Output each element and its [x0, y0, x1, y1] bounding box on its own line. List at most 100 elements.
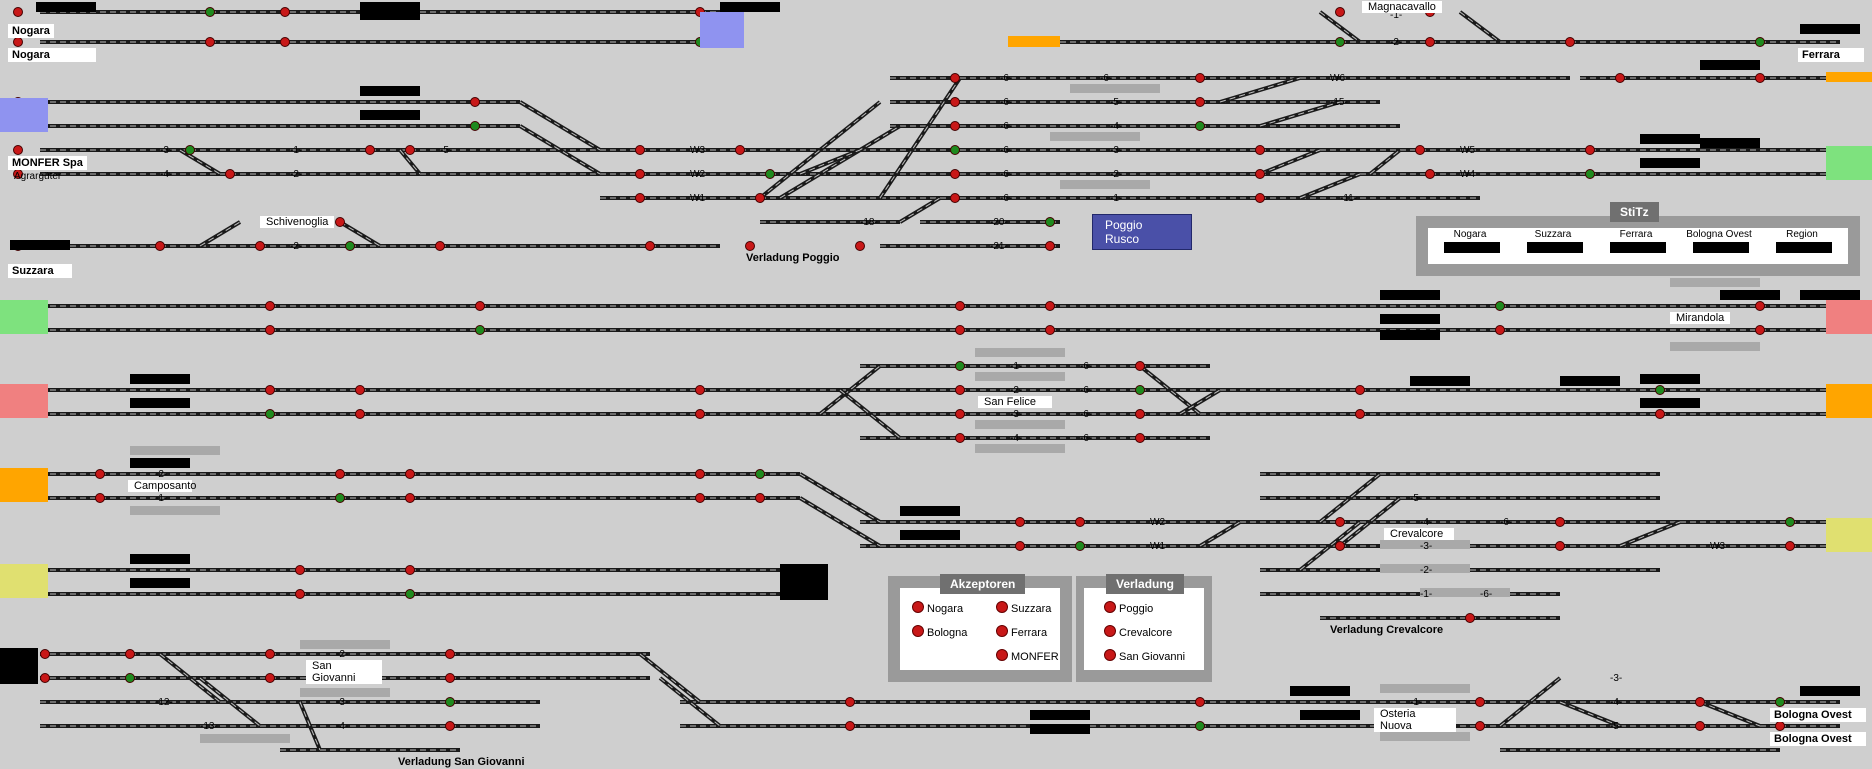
signal-icon[interactable]	[765, 169, 775, 179]
edge-block-left-yellow[interactable]	[0, 564, 48, 598]
signal-icon[interactable]	[1585, 145, 1595, 155]
signal-icon[interactable]	[280, 7, 290, 17]
signal-icon[interactable]	[1195, 697, 1205, 707]
signal-icon[interactable]	[335, 217, 345, 227]
signal-icon[interactable]	[405, 589, 415, 599]
akzeptor-ferrara[interactable]: Ferrara	[996, 625, 1047, 639]
stitz-bar-nogara[interactable]	[1444, 242, 1500, 253]
signal-icon[interactable]	[475, 325, 485, 335]
signal-icon[interactable]	[365, 145, 375, 155]
signal-icon[interactable]	[405, 493, 415, 503]
signal-icon[interactable]	[955, 301, 965, 311]
signal-icon[interactable]	[745, 241, 755, 251]
signal-icon[interactable]	[1335, 37, 1345, 47]
signal-icon[interactable]	[1695, 721, 1705, 731]
signal-icon[interactable]	[265, 325, 275, 335]
signal-icon[interactable]	[1495, 301, 1505, 311]
signal-icon[interactable]	[280, 37, 290, 47]
edge-block-monfer[interactable]	[0, 98, 48, 132]
signal-icon[interactable]	[755, 493, 765, 503]
signal-icon[interactable]	[855, 241, 865, 251]
signal-icon[interactable]	[95, 469, 105, 479]
signal-icon[interactable]	[475, 301, 485, 311]
signal-icon[interactable]	[155, 241, 165, 251]
signal-icon[interactable]	[295, 565, 305, 575]
signal-icon[interactable]	[1655, 385, 1665, 395]
signal-icon[interactable]	[645, 241, 655, 251]
signal-icon[interactable]	[755, 193, 765, 203]
signal-icon[interactable]	[1135, 409, 1145, 419]
signal-icon[interactable]	[225, 169, 235, 179]
signal-icon[interactable]	[405, 469, 415, 479]
verladung-crevalcore[interactable]: Crevalcore	[1104, 625, 1172, 639]
edge-block-center-black[interactable]	[780, 564, 828, 600]
signal-icon[interactable]	[1255, 169, 1265, 179]
akzeptor-bologna[interactable]: Bologna	[912, 625, 967, 639]
signal-icon[interactable]	[1135, 433, 1145, 443]
signal-icon[interactable]	[955, 433, 965, 443]
signal-icon[interactable]	[845, 721, 855, 731]
signal-icon[interactable]	[695, 385, 705, 395]
signal-icon[interactable]	[13, 7, 23, 17]
edge-block-ferrara-right[interactable]	[1826, 72, 1872, 82]
signal-icon[interactable]	[125, 649, 135, 659]
signal-icon[interactable]	[1075, 517, 1085, 527]
signal-icon[interactable]	[950, 73, 960, 83]
signal-icon[interactable]	[1015, 517, 1025, 527]
signal-icon[interactable]	[1195, 721, 1205, 731]
edge-block-left-black[interactable]	[0, 648, 38, 684]
signal-icon[interactable]	[1195, 121, 1205, 131]
signal-icon[interactable]	[345, 241, 355, 251]
signal-icon[interactable]	[205, 37, 215, 47]
signal-icon[interactable]	[695, 469, 705, 479]
signal-icon[interactable]	[185, 145, 195, 155]
akzeptor-monfer[interactable]: MONFER	[996, 649, 1059, 663]
akzeptor-suzzara[interactable]: Suzzara	[996, 601, 1051, 615]
edge-block-right-green[interactable]	[1826, 146, 1872, 180]
signal-icon[interactable]	[950, 193, 960, 203]
verladung-san-giovanni[interactable]: San Giovanni	[1104, 649, 1185, 663]
signal-icon[interactable]	[445, 673, 455, 683]
signal-icon[interactable]	[1775, 721, 1785, 731]
signal-icon[interactable]	[355, 409, 365, 419]
signal-icon[interactable]	[95, 493, 105, 503]
signal-icon[interactable]	[1355, 409, 1365, 419]
signal-icon[interactable]	[635, 193, 645, 203]
signal-icon[interactable]	[1755, 73, 1765, 83]
akzeptor-nogara[interactable]: Nogara	[912, 601, 963, 615]
signal-icon[interactable]	[470, 121, 480, 131]
signal-icon[interactable]	[13, 145, 23, 155]
signal-icon[interactable]	[205, 7, 215, 17]
signal-icon[interactable]	[695, 493, 705, 503]
signal-icon[interactable]	[950, 121, 960, 131]
signal-icon[interactable]	[695, 409, 705, 419]
signal-icon[interactable]	[1355, 385, 1365, 395]
stitz-bar-ferrara[interactable]	[1610, 242, 1666, 253]
signal-icon[interactable]	[295, 589, 305, 599]
signal-icon[interactable]	[125, 673, 135, 683]
signal-icon[interactable]	[1335, 541, 1345, 551]
signal-icon[interactable]	[1195, 73, 1205, 83]
signal-icon[interactable]	[265, 649, 275, 659]
signal-icon[interactable]	[1475, 697, 1485, 707]
signal-icon[interactable]	[265, 409, 275, 419]
signal-icon[interactable]	[1075, 541, 1085, 551]
signal-icon[interactable]	[405, 145, 415, 155]
signal-icon[interactable]	[1555, 541, 1565, 551]
signal-icon[interactable]	[445, 721, 455, 731]
stitz-bar-region[interactable]	[1776, 242, 1832, 253]
signal-icon[interactable]	[735, 145, 745, 155]
stitz-bar-suzzara[interactable]	[1527, 242, 1583, 253]
signal-icon[interactable]	[405, 565, 415, 575]
signal-icon[interactable]	[845, 697, 855, 707]
edge-block-left-red[interactable]	[0, 384, 48, 418]
signal-icon[interactable]	[635, 169, 645, 179]
signal-icon[interactable]	[950, 97, 960, 107]
signal-icon[interactable]	[1585, 169, 1595, 179]
signal-icon[interactable]	[635, 145, 645, 155]
station-poggio-rusco[interactable]: Poggio Rusco	[1092, 214, 1192, 250]
signal-icon[interactable]	[1045, 301, 1055, 311]
signal-icon[interactable]	[335, 469, 345, 479]
signal-icon[interactable]	[1475, 721, 1485, 731]
signal-icon[interactable]	[1335, 7, 1345, 17]
